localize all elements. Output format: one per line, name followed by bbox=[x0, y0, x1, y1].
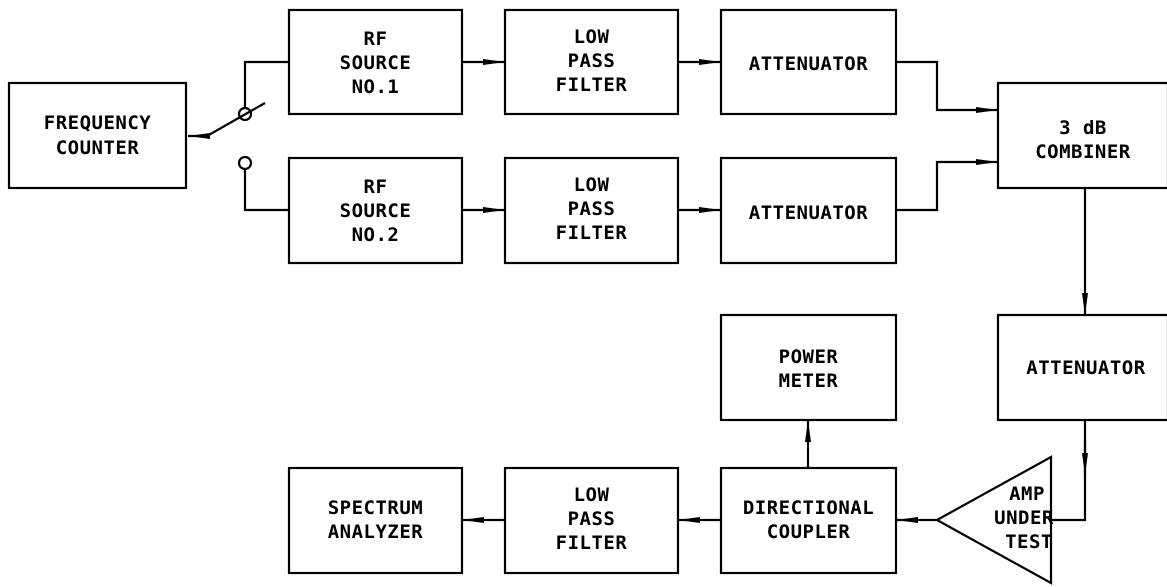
combiner-block: 3 dB COMBINER bbox=[996, 81, 1167, 190]
spectrum-analyzer-block: SPECTRUM ANALYZER bbox=[287, 466, 464, 575]
low-pass-filter-2-block: LOW PASS FILTER bbox=[503, 156, 680, 265]
directional-coupler-label-1: DIRECTIONAL bbox=[743, 497, 874, 519]
attenuator-3-block: ATTENUATOR bbox=[996, 313, 1167, 422]
lpf-1-label-3: FILTER bbox=[556, 74, 628, 96]
rf-source-1-label-3: NO.1 bbox=[352, 76, 400, 98]
low-pass-filter-1-block: LOW PASS FILTER bbox=[503, 8, 680, 116]
power-meter-label-1: POWER bbox=[779, 346, 839, 368]
rf-source-1-block: RF SOURCE NO.1 bbox=[287, 8, 464, 116]
frequency-counter-label-1: FREQUENCY bbox=[44, 112, 152, 134]
wire-source-1-to-switch bbox=[243, 60, 289, 108]
attenuator-2-label: ATTENUATOR bbox=[749, 202, 868, 224]
rf-source-2-block: RF SOURCE NO.2 bbox=[287, 156, 464, 265]
lpf-1-label-2: PASS bbox=[568, 50, 616, 72]
lpf-2-label-3: FILTER bbox=[556, 222, 628, 244]
attenuator-1-label: ATTENUATOR bbox=[749, 53, 868, 75]
amp-label-3: TEST bbox=[1005, 531, 1053, 553]
arrow-attenuator-2-to-combiner bbox=[896, 159, 998, 212]
power-meter-block: POWER METER bbox=[719, 313, 898, 422]
wire-source-2-to-switch bbox=[243, 169, 289, 212]
lpf-3-label-1: LOW bbox=[574, 484, 610, 506]
rf-source-2-label-1: RF bbox=[364, 176, 388, 198]
lpf-2-label-2: PASS bbox=[568, 198, 616, 220]
selector-switch bbox=[188, 60, 289, 212]
switch-blade bbox=[206, 102, 266, 137]
combiner-label-2: COMBINER bbox=[1035, 141, 1131, 163]
arrow-attenuator-1-to-combiner bbox=[896, 60, 998, 113]
lpf-3-label-3: FILTER bbox=[556, 532, 628, 554]
rf-source-1-label-2: SOURCE bbox=[340, 52, 412, 74]
amp-under-test-block: AMP UNDER TEST bbox=[934, 455, 1054, 585]
attenuator-3-label: ATTENUATOR bbox=[1026, 357, 1145, 379]
directional-coupler-label-2: COUPLER bbox=[767, 521, 851, 543]
lpf-1-label-1: LOW bbox=[574, 26, 610, 48]
amp-label-2: UNDER bbox=[994, 507, 1054, 529]
rf-source-2-label-3: NO.2 bbox=[352, 224, 400, 246]
combiner-label-1: 3 dB bbox=[1059, 117, 1107, 139]
lpf-2-label-1: LOW bbox=[574, 174, 610, 196]
spectrum-analyzer-label-1: SPECTRUM bbox=[328, 497, 424, 519]
spectrum-analyzer-label-2: ANALYZER bbox=[328, 521, 424, 543]
attenuator-1-block: ATTENUATOR bbox=[719, 8, 898, 116]
switch-contact-2 bbox=[237, 155, 253, 171]
rf-source-2-label-2: SOURCE bbox=[340, 200, 412, 222]
frequency-counter-block: FREQUENCY COUNTER bbox=[7, 81, 188, 190]
power-meter-label-2: METER bbox=[779, 370, 839, 392]
amp-label-1: AMP bbox=[1009, 483, 1045, 505]
lpf-3-label-2: PASS bbox=[568, 508, 616, 530]
low-pass-filter-3-block: LOW PASS FILTER bbox=[503, 466, 680, 575]
attenuator-2-block: ATTENUATOR bbox=[719, 156, 898, 265]
directional-coupler-block: DIRECTIONAL COUPLER bbox=[719, 466, 898, 575]
frequency-counter-label-2: COUNTER bbox=[56, 137, 140, 159]
rf-source-1-label-1: RF bbox=[364, 28, 388, 50]
wire-attenuator-3-to-amp bbox=[1051, 420, 1087, 522]
